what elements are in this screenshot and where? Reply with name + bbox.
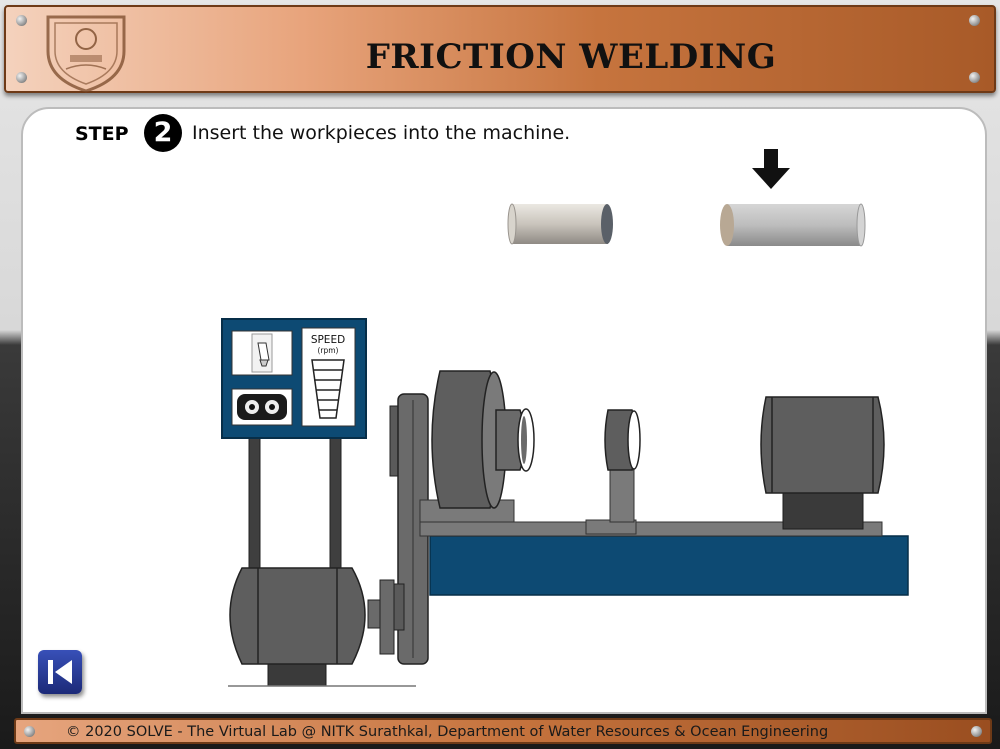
rivet-icon xyxy=(969,15,980,26)
panel-leg xyxy=(329,435,342,571)
power-switch-icon[interactable] xyxy=(251,333,273,373)
rivet-icon xyxy=(24,726,35,737)
step-number-badge: 2 xyxy=(144,114,182,152)
page-title: FRICTION WELDING xyxy=(365,37,777,77)
footer-bar: © 2020 SOLVE - The Virtual Lab @ NITK Su… xyxy=(14,718,992,744)
start-stop-buttons-icon[interactable] xyxy=(237,394,287,420)
electric-motor xyxy=(229,567,395,687)
rotating-chuck xyxy=(431,370,535,509)
workpiece-rod-right[interactable] xyxy=(720,203,866,247)
back-skip-icon xyxy=(48,660,72,684)
speed-unit-label: (rpm) xyxy=(317,346,338,355)
back-button[interactable] xyxy=(38,650,82,694)
fixed-holder xyxy=(585,409,641,535)
panel-leg xyxy=(248,435,261,571)
rivet-icon xyxy=(969,72,980,83)
step-instruction: Insert the workpieces into the machine. xyxy=(192,122,571,144)
workpiece-rod-left[interactable] xyxy=(507,203,613,245)
rivet-icon xyxy=(16,72,27,83)
nitk-crest-logo xyxy=(46,15,126,93)
rivet-icon xyxy=(971,726,982,737)
rivet-icon xyxy=(16,15,27,26)
header-bar: FRICTION WELDING xyxy=(4,5,996,93)
speed-dial-icon[interactable] xyxy=(311,359,345,419)
footer-copyright: © 2020 SOLVE - The Virtual Lab @ NITK Su… xyxy=(66,724,829,740)
control-panel: SPEED (rpm) xyxy=(221,318,367,439)
speed-label: SPEED xyxy=(311,334,345,346)
bed-rail xyxy=(419,521,883,537)
step-label: STEP xyxy=(75,123,129,145)
tailstock-clamp xyxy=(760,396,885,530)
arrow-down-icon xyxy=(752,149,790,189)
machine-bed xyxy=(429,535,909,596)
